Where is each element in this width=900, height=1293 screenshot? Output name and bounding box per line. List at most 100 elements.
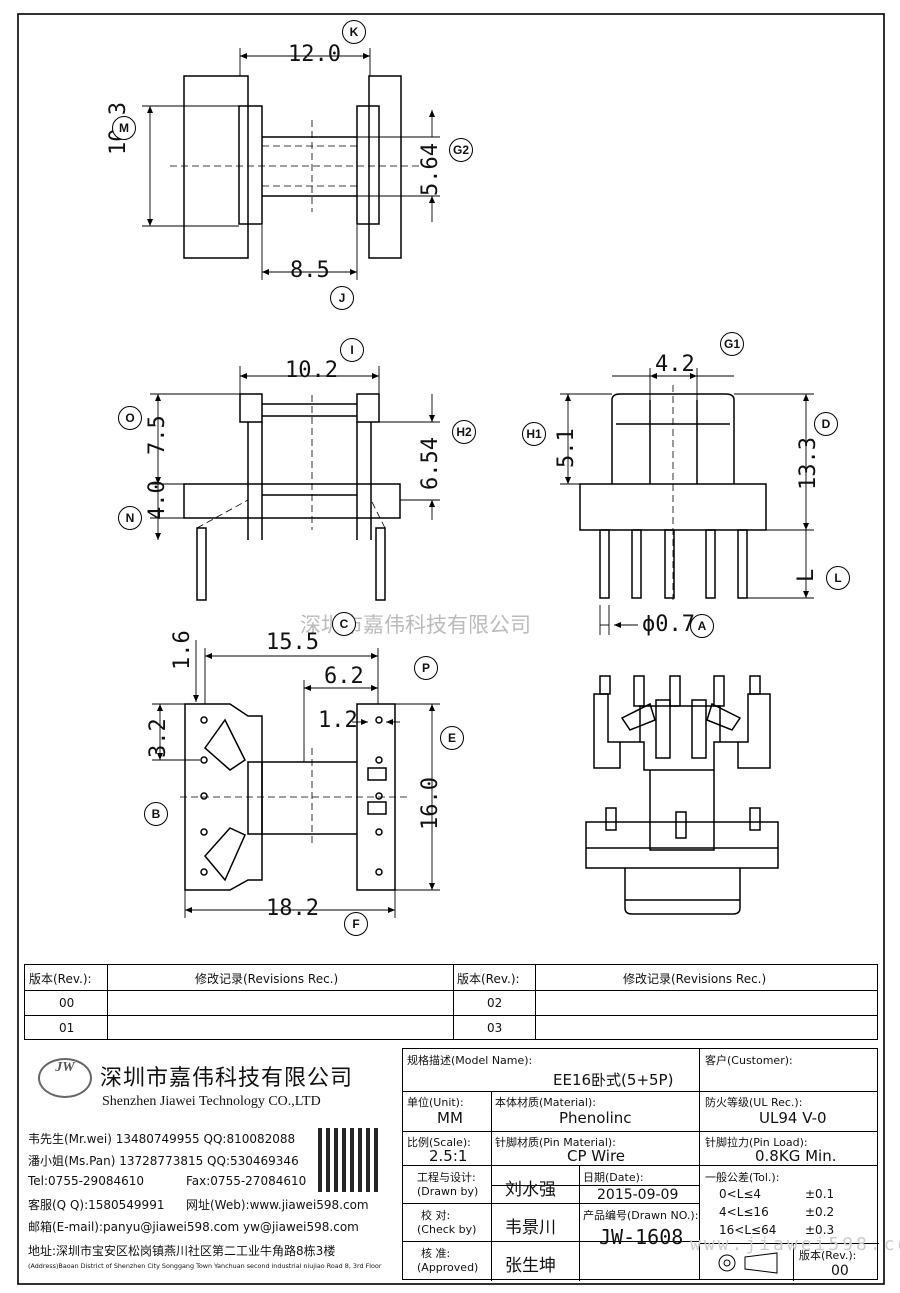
top-view: [170, 75, 420, 259]
dim-bot-62: 6.2: [324, 664, 364, 689]
company-name-en: Shenzhen Jiawei Technology CO.,LTD: [102, 1094, 321, 1109]
check-label-en: (Check by): [417, 1223, 477, 1236]
material-value: Phenolinc: [559, 1109, 632, 1127]
drawn-label-en: (Drawn by): [417, 1185, 479, 1198]
label-l: L: [826, 566, 850, 590]
label-c: C: [332, 612, 356, 636]
approved-label: 核 准:: [421, 1247, 451, 1260]
dim-bot-12: 1.2: [318, 708, 358, 733]
company-name-cn: 深圳市嘉伟科技有限公司: [100, 1066, 354, 1091]
pin-load-value: 0.8KG Min.: [755, 1147, 837, 1165]
material-label: 本体材质(Material):: [495, 1096, 596, 1109]
dim-top-inner: 5.64: [418, 143, 443, 196]
scale-label: 比例(Scale):: [407, 1136, 471, 1149]
sheet-border: [17, 13, 885, 1285]
bottom-view-dims: [152, 640, 440, 918]
top-view-dims: [142, 48, 440, 280]
dim-bot-182: 18.2: [266, 896, 319, 921]
label-m: M: [112, 116, 136, 140]
label-p: P: [414, 656, 438, 680]
label-k: K: [342, 20, 366, 44]
check-label: 校 对:: [421, 1209, 451, 1222]
address-cn: 地址:深圳市宝安区松岗镇燕川社区第二工业牛角路8栋3楼: [28, 1244, 336, 1258]
tel: Tel:0755-29084610: [28, 1174, 144, 1188]
company-block: JW 深圳市嘉伟科技有限公司 Shenzhen Jiawei Technolog…: [24, 1048, 400, 1280]
label-e: E: [440, 726, 464, 750]
rev-col-header-left: 版本(Rev.):: [29, 972, 92, 986]
tol-3-value: ±0.3: [805, 1223, 835, 1237]
tol-1: 0<L≤4: [719, 1187, 762, 1201]
rev-row: 02: [487, 996, 503, 1010]
dim-bot-32: 3.2: [146, 718, 171, 758]
drawing-no-label: 产品编号(Drawn NO.):: [583, 1209, 699, 1222]
drawn-label: 工程与设计:: [417, 1171, 476, 1184]
rev-row: 00: [59, 996, 75, 1010]
rec-col-header-right: 修改记录(Revisions Rec.): [623, 972, 767, 986]
approved-value: 张生坤: [505, 1256, 556, 1276]
tol-2: 4<L≤16: [719, 1205, 769, 1219]
qq: 客服(Q Q):1580549991: [28, 1198, 165, 1212]
rec-col-header-left: 修改记录(Revisions Rec.): [195, 972, 339, 986]
label-g1: G1: [720, 332, 744, 356]
dim-mid-inner: 6.54: [418, 437, 443, 490]
rev-label: 版本(Rev.):: [799, 1249, 857, 1262]
qr-code: [318, 1128, 382, 1192]
tol-1-value: ±0.1: [805, 1187, 835, 1201]
label-g2: G2: [449, 138, 473, 162]
title-block: 规格描述(Model Name): EE16卧式(5+5P) 客户(Custom…: [402, 1048, 879, 1281]
approved-label-en: (Approved): [417, 1261, 479, 1274]
dim-side-g1: 4.2: [655, 352, 695, 377]
model-value: EE16卧式(5+5P): [553, 1071, 674, 1089]
label-d: D: [814, 412, 838, 436]
revision-table: 版本(Rev.): 修改记录(Revisions Rec.) 版本(Rev.):…: [24, 964, 878, 1040]
dim-top-bobbin: 8.5: [290, 258, 330, 283]
contact-pan: 潘小姐(Ms.Pan) 13728773815 QQ:530469346: [28, 1154, 299, 1168]
dim-side-pin: L: [794, 568, 819, 582]
date-value: 2015-09-09: [597, 1187, 679, 1203]
fax: Fax:0755-27084610: [186, 1174, 307, 1188]
side-view: [579, 385, 767, 600]
rev-row: 03: [487, 1021, 503, 1035]
web: 网址(Web):www.jiawei598.com: [186, 1198, 369, 1212]
customer-label: 客户(Customer):: [705, 1054, 793, 1067]
label-a: A: [690, 614, 714, 638]
dim-side-h1: 5.1: [554, 428, 579, 468]
dim-side-total: 13.3: [796, 437, 821, 490]
rev-row: 01: [59, 1021, 75, 1035]
watermark-url: www.jiawei598.com: [690, 1234, 900, 1255]
contact-wei: 韦先生(Mr.wei) 13480749955 QQ:810082088: [28, 1132, 296, 1146]
ul-value: UL94 V-0: [759, 1109, 827, 1127]
bottom-view: [180, 703, 410, 891]
mid-view: [183, 393, 401, 601]
dim-mid-width: 10.2: [285, 358, 338, 383]
scale-value: 2.5:1: [429, 1147, 468, 1165]
dim-mid-upper: 7.5: [145, 415, 170, 455]
label-o: O: [118, 406, 142, 430]
label-i: I: [340, 338, 364, 362]
label-h1: H1: [522, 422, 546, 446]
check-value: 韦景川: [505, 1218, 556, 1238]
drawing-no-value: JW-1608: [599, 1225, 684, 1249]
side-view-dims: [560, 368, 814, 635]
dim-bot-15: 15.5: [266, 630, 319, 655]
label-f: F: [344, 912, 368, 936]
tol-label: 一般公差(Tol.):: [705, 1171, 780, 1184]
dim-bot-16a: 1.6: [170, 630, 195, 670]
company-logo: JW: [38, 1058, 92, 1098]
pin-load-label: 针脚拉力(Pin Load):: [705, 1136, 808, 1149]
dim-top-width: 12.0: [288, 42, 341, 67]
model-label: 规格描述(Model Name):: [407, 1054, 533, 1067]
drawn-value: 刘水强: [505, 1180, 556, 1200]
label-h2: H2: [452, 420, 476, 444]
ul-label: 防火等级(UL Rec.):: [705, 1096, 803, 1109]
mid-view-dims: [150, 366, 440, 540]
rev-col-header-right: 版本(Rev.):: [457, 972, 520, 986]
tol-3: 16<L≤64: [719, 1223, 777, 1237]
dim-pin-dia: ϕ0.7: [642, 612, 695, 637]
label-n: N: [118, 506, 142, 530]
label-b: B: [144, 802, 168, 826]
address-en: (Address)Baoan District of Shenzhen City…: [28, 1262, 382, 1270]
dim-mid-lower: 4.0: [145, 480, 170, 520]
unit-value: MM: [437, 1109, 463, 1127]
rev-value: 00: [831, 1263, 849, 1279]
